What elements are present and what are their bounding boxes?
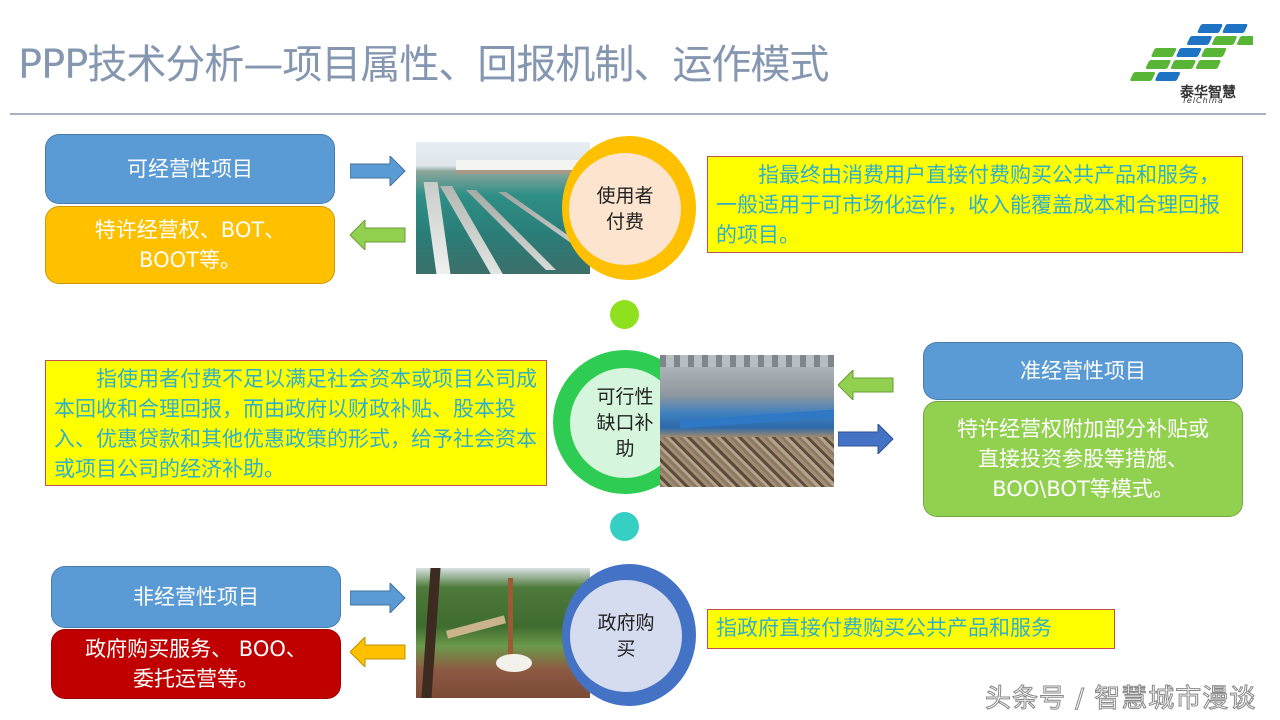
modes-line: 委托运营等。 [133, 667, 259, 691]
title-divider [10, 113, 1266, 115]
modes-line: BOO\BOT等模式。 [992, 477, 1174, 501]
circle-label: 付费 [605, 211, 644, 233]
modes-line: 直接投资参股等措施、 [978, 447, 1188, 471]
operation-modes-quasi-operational: 特许经营权附加部分补贴或 直接投资参股等措施、 BOO\BOT等模式。 [923, 401, 1243, 517]
government-purchase-description: 指政府直接付费购买公共产品和服务 [707, 609, 1115, 649]
modes-line: BOOT等。 [139, 248, 241, 272]
government-purchase-circle: 政府购 买 [570, 580, 682, 692]
project-type-quasi-operational: 准经营性项目 [923, 342, 1243, 400]
viability-gap-description: 指使用者付费不足以满足社会资本或项目公司成本回收和合理回报，而由政府以财政补贴、… [45, 360, 547, 486]
circle-label: 买 [616, 638, 636, 660]
slide-title: PPP技术分析—项目属性、回报机制、运作模式 [18, 42, 829, 88]
garden-photo [416, 568, 590, 698]
telchina-logo-icon [1130, 24, 1253, 81]
user-pays-circle: 使用者 付费 [569, 153, 681, 265]
circle-label: 使用者 [596, 185, 654, 207]
circle-label: 缺口补 [596, 412, 654, 434]
project-type-operational: 可经营性项目 [45, 134, 335, 204]
logo-name-cn: 泰华智慧 [1180, 85, 1236, 101]
arrow-right-icon [350, 583, 406, 613]
arrow-left-icon [350, 637, 406, 667]
logo-name-en: TelChina [1182, 96, 1224, 105]
modes-line: 特许经营权、BOT、 [94, 218, 286, 242]
connector-dot [610, 512, 639, 541]
circle-label: 政府购 [597, 612, 655, 634]
arrow-right-icon [838, 424, 894, 454]
circle-label: 可行性 [596, 386, 654, 408]
modes-line: 特许经营权附加部分补贴或 [957, 417, 1209, 441]
project-type-non-operational: 非经营性项目 [51, 566, 341, 628]
water-treatment-photo [416, 142, 590, 274]
user-pays-description: 指最终由消费用户直接付费购买公共产品和服务，一般适用于可市场化运作，收入能覆盖成… [707, 156, 1243, 253]
arrow-right-icon [350, 156, 406, 186]
connector-dot [610, 300, 639, 329]
operation-modes-operational: 特许经营权、BOT、 BOOT等。 [45, 206, 335, 284]
waste-plant-photo [660, 355, 834, 487]
operation-modes-non-operational: 政府购买服务、 BOO、 委托运营等。 [51, 629, 341, 699]
watermark: 头条号 / 智慧城市漫谈 [984, 684, 1257, 715]
modes-line: 政府购买服务、 BOO、 [85, 637, 307, 661]
circle-label: 助 [615, 438, 635, 460]
arrow-left-icon [838, 370, 894, 400]
arrow-left-icon [350, 220, 406, 250]
